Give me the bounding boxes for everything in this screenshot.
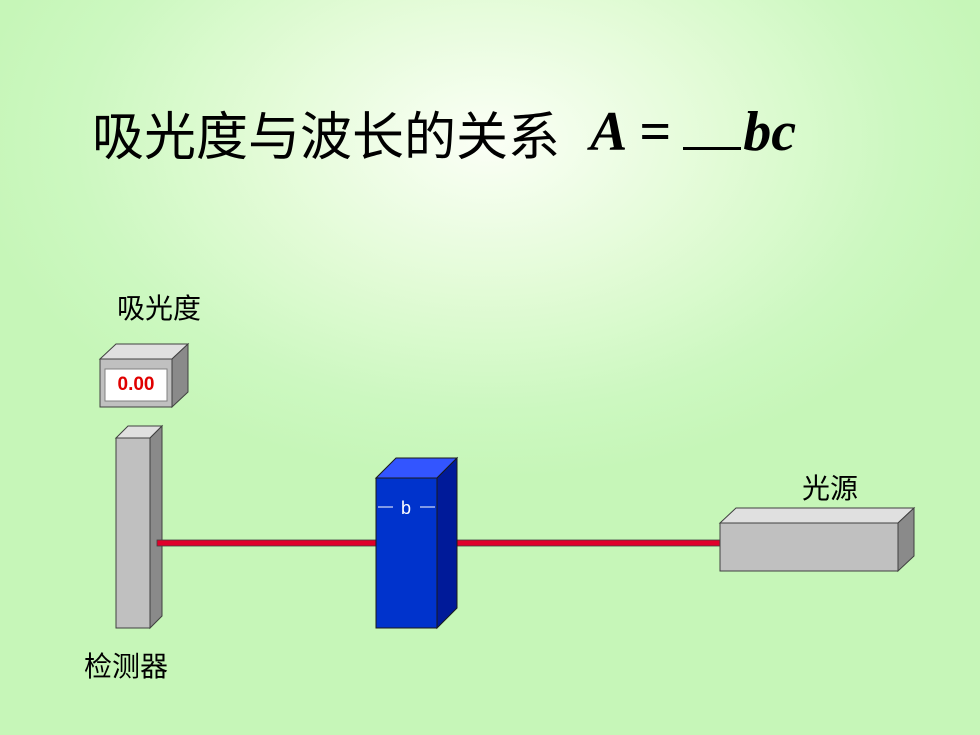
cuvette	[374, 456, 459, 630]
formula-rhs: bc	[743, 101, 797, 163]
beam-incident	[451, 539, 721, 547]
absorbance-label: 吸光度	[117, 292, 202, 325]
formula-lhs: A	[590, 101, 628, 163]
formula-blank	[683, 103, 742, 150]
title-text: 吸光度与波长的关系	[92, 107, 561, 168]
meter-display	[104, 368, 168, 402]
absorbance-reading: 0.00	[117, 374, 155, 395]
light-source-label: 光源	[802, 472, 859, 505]
path-length-label: b	[400, 498, 411, 518]
light-source	[718, 506, 916, 573]
detector	[114, 424, 164, 630]
slide-title: 吸光度与波长的关系 A= bc	[92, 92, 796, 172]
formula-equals: =	[639, 101, 672, 163]
title-formula: A= bc	[590, 100, 796, 164]
detector-label: 检测器	[84, 650, 169, 683]
absorbance-meter	[98, 342, 190, 409]
beam-transmitted	[156, 539, 377, 547]
